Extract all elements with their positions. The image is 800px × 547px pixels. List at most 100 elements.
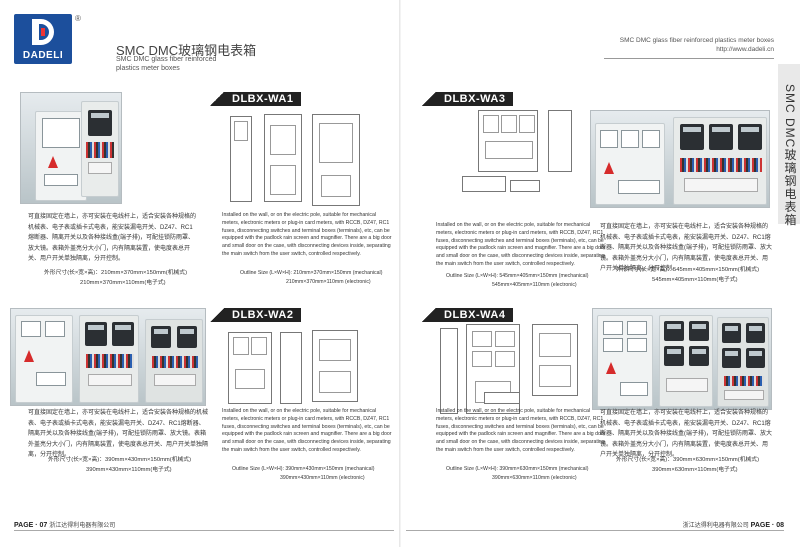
electric-meter-icon — [88, 110, 112, 136]
drawing-window — [485, 141, 533, 159]
footer-rule-right — [406, 530, 784, 531]
cabinet — [15, 315, 73, 403]
drawing-window — [539, 365, 571, 387]
meter-window — [627, 321, 647, 335]
breaker-icon — [684, 178, 758, 192]
footer-rule-left — [14, 530, 394, 531]
cabinet — [597, 315, 653, 407]
page-number-left: PAGE · 07 — [14, 522, 48, 529]
electric-meter-icon — [689, 346, 709, 366]
hazard-bolt-icon — [24, 350, 34, 362]
size-en-wa3: Outline Size (L×W×H): 545mm×405mm×150mm … — [446, 273, 589, 279]
model-badge-wa1: DLBX-WA1 — [209, 92, 302, 106]
model-badge-wa2: DLBX-WA2 — [209, 308, 302, 322]
cabinet — [595, 123, 665, 205]
meter-window — [45, 321, 65, 337]
drawing-window — [539, 333, 571, 357]
size-en2-wa4: 390mm×630mm×110mm (electronic) — [492, 475, 577, 481]
electric-meter-icon — [151, 326, 171, 348]
drawing-window — [319, 339, 351, 361]
open-cabinet — [81, 101, 119, 197]
open-cabinet — [79, 315, 139, 403]
size-cn2-wa3: 545mm×405mm×110mm(电子式) — [652, 277, 738, 283]
description-en-wa1: Installed on the wall, or on the electri… — [222, 212, 392, 257]
drawing-window — [270, 125, 296, 155]
breaker-icon — [666, 378, 708, 392]
electric-meter-icon — [709, 124, 733, 150]
size-cn-wa2: 外形尺寸(长×宽×高)：390mm×430mm×150mm(机械式) — [48, 457, 192, 463]
meter-window — [42, 118, 80, 148]
electric-meter-icon — [177, 326, 197, 348]
wiring — [86, 142, 114, 158]
electric-meter-icon — [112, 322, 134, 346]
electric-meter-icon — [722, 323, 741, 343]
registered-mark: ® — [75, 14, 81, 23]
drawing-top-wa4 — [484, 392, 520, 404]
breaker-window — [44, 174, 78, 186]
open-cabinet-2 — [717, 317, 769, 407]
description-en-wa2: Installed on the wall, or on the electri… — [222, 408, 392, 453]
description-cn-wa2: 可直接固定在墙上，亦可安装在电线杆上，适合安装各种规格的机械表、电子表或插卡式电… — [28, 410, 209, 458]
drawing-bottom-wa3 — [510, 180, 540, 192]
size-en2-wa1: 210mm×370mm×110mm (electronic) — [286, 279, 371, 285]
size-cn2-wa2: 390mm×430mm×110mm(电子式) — [86, 467, 172, 473]
size-en-wa1: Outline Size (L×W×H): 210mm×370mm×150mm … — [240, 270, 383, 276]
wiring — [724, 376, 764, 386]
wiring — [152, 356, 198, 368]
model-badge-wa3: DLBX-WA3 — [421, 92, 514, 106]
electric-meter-icon — [722, 348, 741, 368]
drawing-side-wa1 — [264, 114, 302, 202]
meter-window — [21, 321, 41, 337]
hazard-bolt-icon — [48, 156, 58, 168]
breaker-window — [620, 382, 648, 396]
drawing-front-wa1 — [230, 116, 252, 202]
breaker-icon — [88, 162, 112, 174]
drawing-window — [472, 331, 492, 347]
header-right: SMC DMC glass fiber reinforced plastics … — [604, 36, 774, 54]
page-spine — [399, 0, 401, 547]
wiring — [680, 158, 762, 172]
size-cn-wa4: 外形尺寸(长×宽×高)：390mm×630mm×150mm(机械式) — [616, 457, 760, 463]
size-en-wa2: Outline Size (L×W×H): 390mm×430mm×150mm … — [232, 466, 375, 472]
page-number-right: PAGE · 08 — [750, 522, 784, 529]
meter-window — [642, 130, 660, 148]
open-cabinet-2 — [145, 319, 203, 403]
size-en-wa4: Outline Size (L×W×H): 390mm×630mm×150mm … — [446, 466, 589, 472]
drawing-window — [319, 371, 351, 393]
drawing-window — [270, 165, 296, 195]
drawing-window — [233, 337, 249, 355]
company-name-left: 浙江达得利电器有限公司 — [49, 523, 116, 529]
breaker-icon — [154, 374, 196, 386]
drawing-window — [234, 121, 248, 141]
breaker-icon — [88, 374, 132, 386]
electric-meter-icon — [746, 348, 765, 368]
description-cn-wa3: 可直接固定在墙上，亦可安装在电线杆上，适合安装各种规格的机械表、电子表或插卡式电… — [600, 224, 772, 272]
size-cn-wa1: 外形尺寸(长×宽×高)：210mm×370mm×150mm(机械式) — [44, 270, 188, 276]
electric-meter-icon — [85, 322, 107, 346]
drawing-front-wa3 — [478, 110, 538, 172]
website-link[interactable]: http://www.dadeli.cn — [716, 46, 774, 53]
drawing-front-wa2 — [228, 332, 272, 404]
footer-right: 浙江达得利电器有限公司 PAGE · 08 — [683, 520, 784, 529]
electric-meter-icon — [689, 321, 709, 341]
drawing-side-wa3 — [548, 110, 572, 172]
wiring — [86, 354, 134, 368]
drawing-side-wa4 — [440, 328, 458, 414]
breaker-window — [618, 180, 660, 194]
drawing-window — [251, 337, 267, 355]
drawing-back-wa2 — [312, 330, 358, 402]
drawing-back-wa4 — [532, 324, 578, 396]
size-cn2-wa4: 390mm×630mm×110mm(电子式) — [652, 467, 738, 473]
product-photo-wa3 — [590, 110, 770, 208]
logo-d-icon — [32, 19, 54, 45]
drawing-window — [519, 115, 535, 133]
brand-name: DADELI — [22, 50, 64, 61]
meter-window — [603, 321, 623, 335]
electric-meter-icon — [664, 321, 684, 341]
breaker-icon — [724, 390, 764, 400]
drawing-window — [483, 115, 499, 133]
breaker-window — [36, 372, 66, 386]
product-photo-wa2 — [10, 308, 206, 406]
hazard-bolt-icon — [604, 162, 614, 174]
description-en-wa3: Installed on the wall, or on the electri… — [436, 222, 606, 267]
